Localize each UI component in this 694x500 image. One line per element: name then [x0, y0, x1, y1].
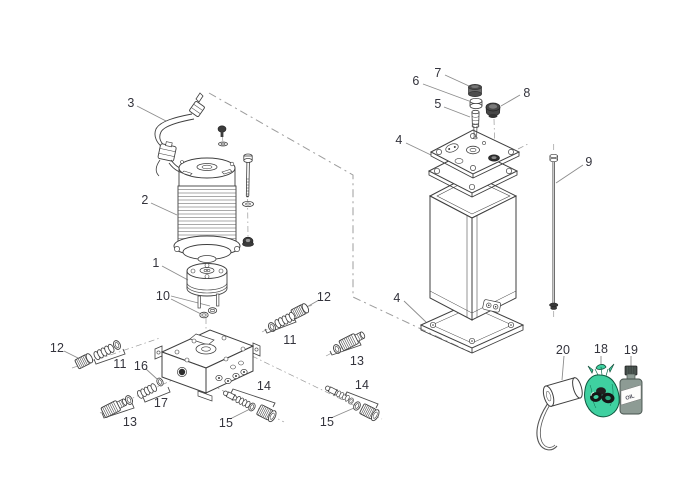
o-ring-right-15 — [351, 400, 363, 412]
oil-bottle: OIL — [619, 365, 643, 415]
seal-kit-bag — [584, 363, 620, 418]
check-valve-right-14 — [323, 384, 382, 423]
reservoir-cover-plate — [429, 129, 521, 179]
motor — [173, 157, 241, 263]
valve-block — [154, 329, 261, 402]
filter-element — [469, 98, 483, 110]
spring-17 — [135, 382, 159, 400]
group-brackets — [93, 317, 379, 419]
breather-tube — [471, 109, 480, 140]
breather-cap — [468, 84, 482, 97]
start-capacitor — [536, 377, 583, 451]
tie-rod — [549, 153, 559, 310]
leader-lines — [63, 74, 632, 420]
spring-kit-left-11 — [92, 338, 123, 362]
oil-bottle-label: OIL — [625, 393, 636, 402]
cartridge-right-13 — [331, 328, 368, 356]
pins-and-o-rings — [197, 293, 220, 319]
filler-plug — [485, 102, 501, 118]
wiring-harness — [154, 92, 205, 177]
motor-mounting-fasteners — [217, 125, 254, 247]
cartridge-left-13 — [100, 393, 135, 419]
reservoir-body — [428, 173, 518, 321]
spring-kit-right-11 — [266, 310, 297, 334]
pump-assembly — [186, 263, 228, 297]
plug-left-12 — [74, 352, 95, 370]
